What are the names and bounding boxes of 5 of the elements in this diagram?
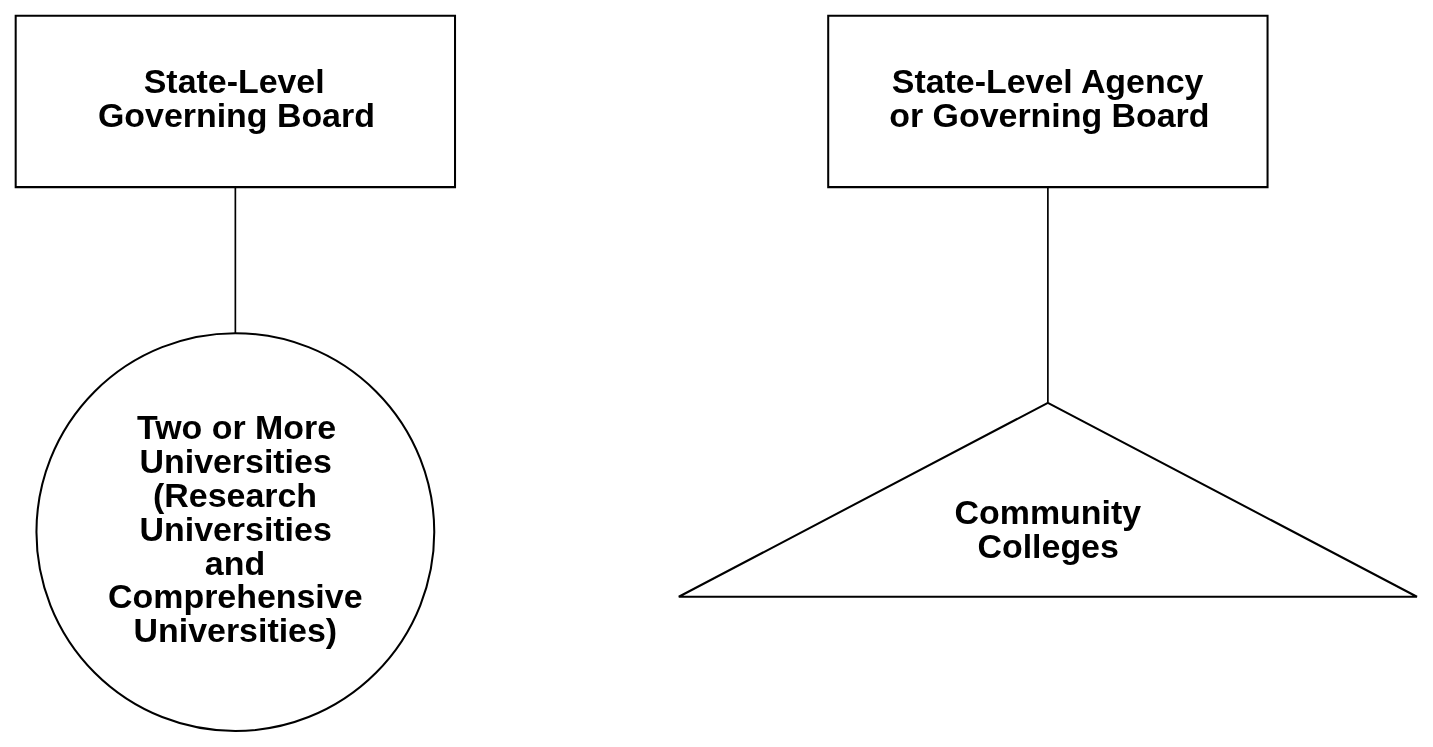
node-box: State-Level Agency or Governing Board	[827, 14, 1269, 189]
node-box: State-Level Governing Board	[14, 14, 457, 189]
connector	[1047, 186, 1049, 404]
node-circle: Two or More Universities (Research Universities and Comprehensive Universities)	[35, 332, 436, 733]
connector	[234, 186, 237, 334]
